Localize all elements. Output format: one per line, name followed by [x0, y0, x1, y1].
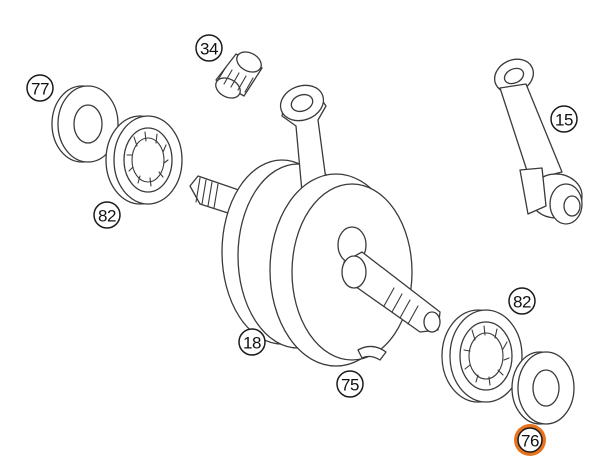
bearing-part-82-right: [441, 309, 523, 403]
washer-part-77: [51, 85, 119, 163]
callout-75[interactable]: 75: [336, 370, 364, 398]
bearing-part-82-left: [105, 115, 183, 205]
callout-18[interactable]: 18: [238, 328, 266, 356]
callout-75-label: 75: [341, 376, 359, 395]
callout-76-highlighted[interactable]: 76: [514, 424, 546, 456]
callout-18-label: 18: [243, 334, 261, 353]
callout-15[interactable]: 15: [550, 105, 578, 133]
callout-15-label: 15: [555, 111, 573, 130]
callout-34-label: 34: [200, 40, 218, 59]
callout-34[interactable]: 34: [195, 34, 223, 62]
callout-82-left-label: 82: [98, 207, 116, 226]
callout-82-right-label: 82: [513, 293, 531, 312]
callout-82-right[interactable]: 82: [508, 287, 536, 315]
callout-77[interactable]: 77: [26, 74, 54, 102]
crankshaft-part-18: [189, 84, 441, 367]
key-part-75: [357, 345, 387, 361]
connecting-rod-part-15: [494, 58, 583, 225]
callout-76-label: 76: [521, 432, 539, 451]
needle-bearing-part-34: [215, 51, 263, 99]
callout-82-left[interactable]: 82: [93, 201, 121, 229]
callout-77-label: 77: [31, 80, 49, 99]
washer-part-76: [511, 351, 575, 425]
